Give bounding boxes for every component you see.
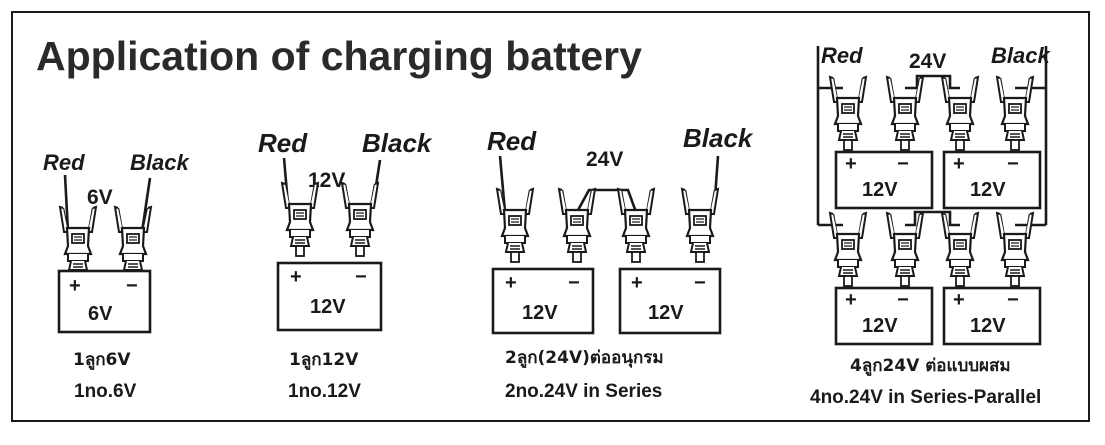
caption-thai: 4ลูก24V ต่อแบบผสม [850,356,1011,377]
negative-clip-icon [680,187,720,264]
battery-voltage: 12V [970,179,1006,201]
positive-terminal: + [505,272,517,294]
battery-box [276,261,383,332]
battery-box-1 [834,150,934,210]
battery-box [57,269,152,334]
diagram-frame [11,11,1090,422]
link-clip-icon [616,187,656,264]
battery-voltage: 12V [862,315,898,337]
positive-terminal: + [631,272,643,294]
red-lead-label: Red [487,126,537,156]
negative-terminal: − [568,272,580,294]
page-title: Application of charging battery [36,33,642,79]
battery-box-1 [491,267,595,335]
battery-voltage: 12V [862,179,898,201]
positive-terminal: + [69,275,81,297]
red-lead-label: Red [43,150,85,175]
red-lead-label: Red [821,43,863,68]
caption-english: 1no.12V [288,381,361,402]
config-series-parallel-24v: Red Black 24V + − + − 12V 12V + − + − 12… [810,43,1051,408]
battery-voltage: 12V [310,296,346,318]
positive-clip-icon [58,205,98,282]
positive-terminal: + [845,289,857,311]
negative-terminal: − [1007,153,1019,175]
battery-voltage: 12V [522,302,558,324]
battery-box-2 [942,150,1042,210]
battery-box-2 [618,267,722,335]
top-voltage-label: 24V [909,50,946,73]
caption-thai: 1ลูก12V [289,350,359,371]
caption-thai: 1ลูก6V [73,350,131,371]
positive-clip-icon [495,187,535,264]
battery-voltage: 6V [88,303,113,325]
positive-clip-icon [828,211,868,288]
caption-english: 4no.24V in Series-Parallel [810,387,1041,408]
battery-box-3 [834,286,934,346]
positive-terminal: + [953,153,965,175]
positive-clip-icon [828,75,868,152]
black-lead-label: Black [683,123,754,153]
positive-terminal: + [845,153,857,175]
negative-terminal: − [126,275,138,297]
battery-voltage: 12V [970,315,1006,337]
caption-english: 2no.24V in Series [505,381,662,402]
caption-english: 1no.6V [74,381,137,402]
top-voltage-label: 24V [586,148,623,171]
negative-terminal: − [355,266,367,288]
battery-box-4 [942,286,1042,346]
negative-terminal: − [897,153,909,175]
negative-clip-icon [340,181,380,258]
negative-terminal: − [1007,289,1019,311]
negative-clip-icon [113,205,153,282]
positive-clip-icon [280,181,320,258]
positive-terminal: + [953,289,965,311]
link-clip-icon [557,187,597,264]
black-lead-label: Black [362,128,433,158]
negative-terminal: − [897,289,909,311]
config-single-6v: Red Black 6V + − 6V 1ลูก6V 1no.6V [43,150,190,402]
top-voltage-label: 6V [87,186,113,209]
battery-voltage: 12V [648,302,684,324]
caption-thai: 2ลูก(24V)ต่ออนุกรม [505,348,664,369]
positive-terminal: + [290,266,302,288]
negative-terminal: − [694,272,706,294]
black-lead-label: Black [991,43,1051,68]
config-series-24v: Red Black 24V + − + − 12V 12V 2ลูก(24V)ต… [487,123,754,402]
black-lead-label: Black [130,150,190,175]
config-single-12v: Red Black 12V + − 12V 1ลูก12V 1no.12V [258,128,433,402]
red-lead-label: Red [258,128,308,158]
